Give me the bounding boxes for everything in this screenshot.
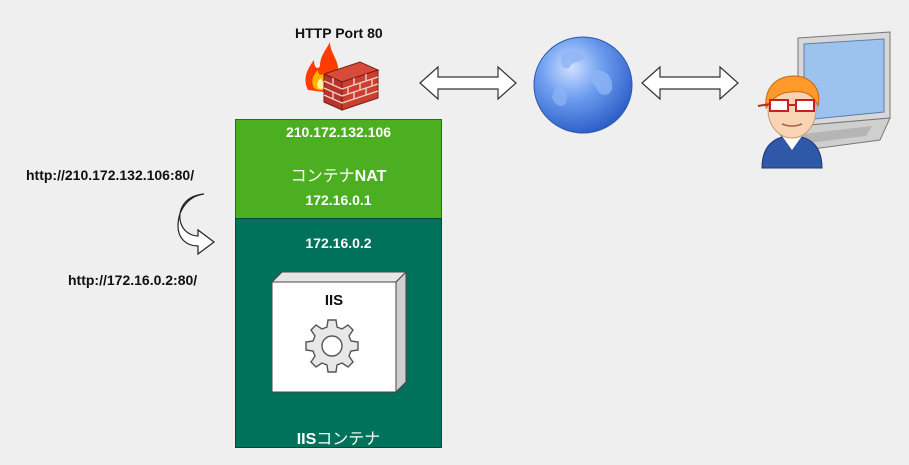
iis-server-label: IIS bbox=[324, 292, 344, 309]
iis-container-name: IISコンテナ bbox=[236, 425, 441, 449]
nat-private-ip: 172.16.0.1 bbox=[305, 192, 372, 208]
double-arrow-icon bbox=[419, 65, 517, 101]
internal-url-label: http://172.16.0.2:80/ bbox=[68, 272, 198, 288]
globe-icon bbox=[533, 36, 633, 134]
nat-name-prefix: コンテナ bbox=[290, 168, 355, 185]
nat-container-name: コンテナNAT bbox=[236, 162, 441, 186]
iis-server-box bbox=[272, 272, 407, 394]
iis-name-suffix: コンテナ bbox=[316, 431, 381, 448]
redirect-arrow-icon bbox=[177, 193, 215, 256]
gear-icon bbox=[305, 319, 359, 373]
nat-public-ip: 210.172.132.106 bbox=[285, 124, 392, 140]
firewall-icon bbox=[305, 42, 380, 111]
external-url-label: http://210.172.132.106:80/ bbox=[26, 167, 195, 183]
user-icon bbox=[757, 75, 823, 169]
port-label: HTTP Port 80 bbox=[295, 25, 383, 41]
iis-name-prefix: IIS bbox=[296, 431, 317, 448]
double-arrow-icon bbox=[641, 65, 739, 101]
iis-container-ip: 172.16.0.2 bbox=[305, 235, 372, 251]
nat-container-box: 210.172.132.106 コンテナNAT 172.16.0.1 bbox=[235, 119, 442, 219]
nat-name-suffix: NAT bbox=[354, 168, 387, 185]
